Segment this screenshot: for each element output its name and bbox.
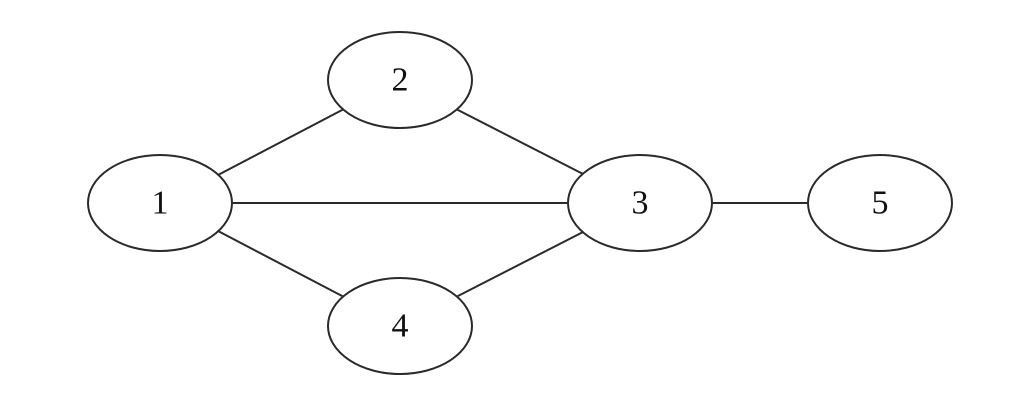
node-2: 2 [327, 31, 473, 129]
node-5: 5 [807, 154, 953, 252]
node-3-label: 3 [632, 185, 649, 222]
edge-2-3 [455, 108, 586, 176]
edge-1-2 [217, 108, 345, 176]
edges-layer [217, 108, 808, 298]
node-5-label: 5 [872, 185, 889, 222]
node-3-ellipse [567, 154, 713, 252]
edge-1-4 [217, 230, 345, 298]
node-1-label: 1 [152, 185, 169, 222]
node-2-label: 2 [392, 62, 409, 99]
edge-4-3 [455, 230, 586, 298]
node-2-ellipse [327, 31, 473, 129]
nodes-layer: 1 2 3 4 5 [87, 31, 953, 375]
node-4: 4 [327, 277, 473, 375]
node-4-ellipse [327, 277, 473, 375]
node-1: 1 [87, 154, 233, 252]
node-3: 3 [567, 154, 713, 252]
node-4-label: 4 [392, 308, 409, 345]
node-5-ellipse [807, 154, 953, 252]
node-1-ellipse [87, 154, 233, 252]
